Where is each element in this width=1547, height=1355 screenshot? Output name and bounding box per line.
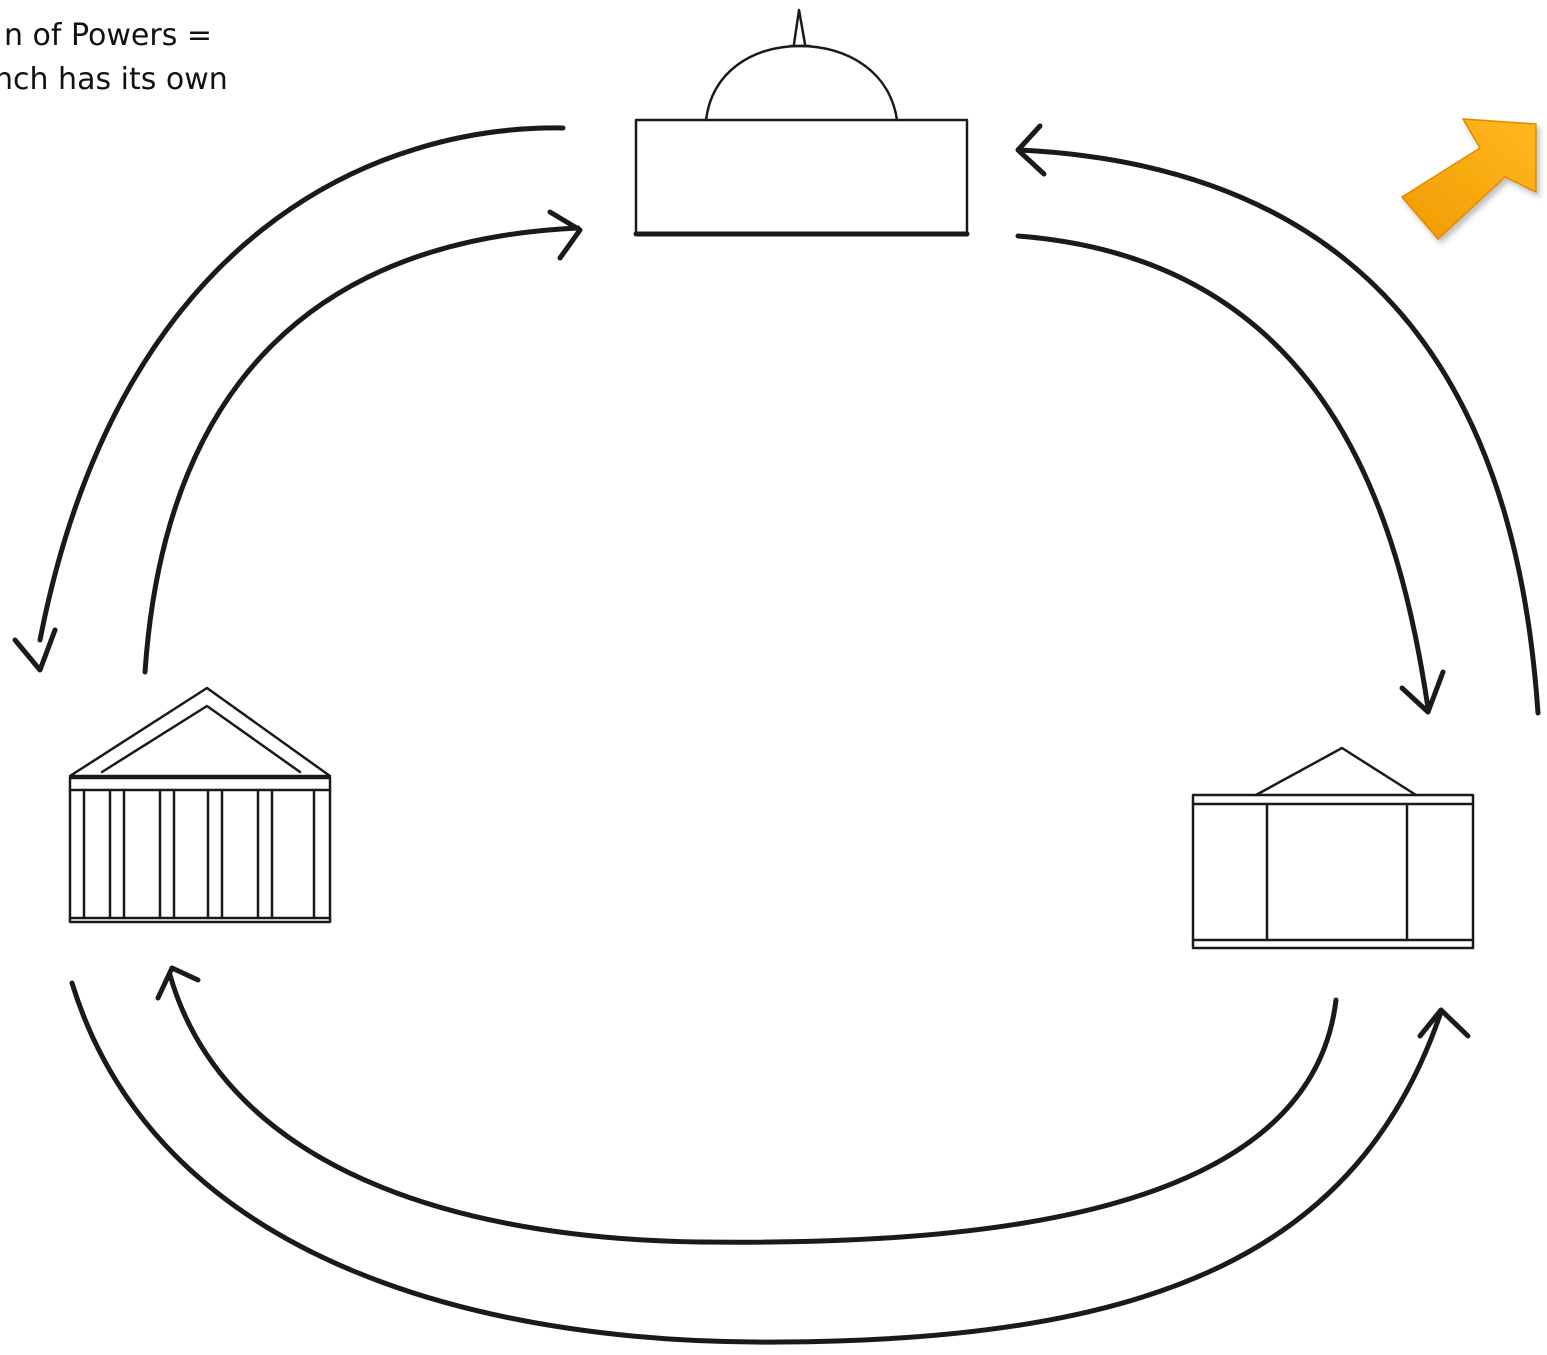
courthouse-columns-icon: [68, 686, 332, 924]
arrow-capitol-to-whitehouse: [1015, 233, 1446, 715]
arrow-court-to-capitol: [142, 209, 583, 675]
orange-arrow-icon: [1400, 118, 1537, 241]
arrow-whitehouse-to-capitol: [1015, 123, 1541, 716]
arrow-capitol-to-court: [12, 125, 566, 673]
caption-line-1: n of Powers =: [4, 18, 213, 53]
arrow-whitehouse-to-court: [155, 965, 1339, 1245]
white-house-icon: [1191, 746, 1475, 950]
caption-line-2: nch has its own: [0, 62, 228, 97]
arrow-court-to-whitehouse: [69, 980, 1471, 1345]
caption-text: n of Powers = nch has its own: [0, 14, 314, 102]
capitol-dome-icon: [633, 8, 970, 237]
